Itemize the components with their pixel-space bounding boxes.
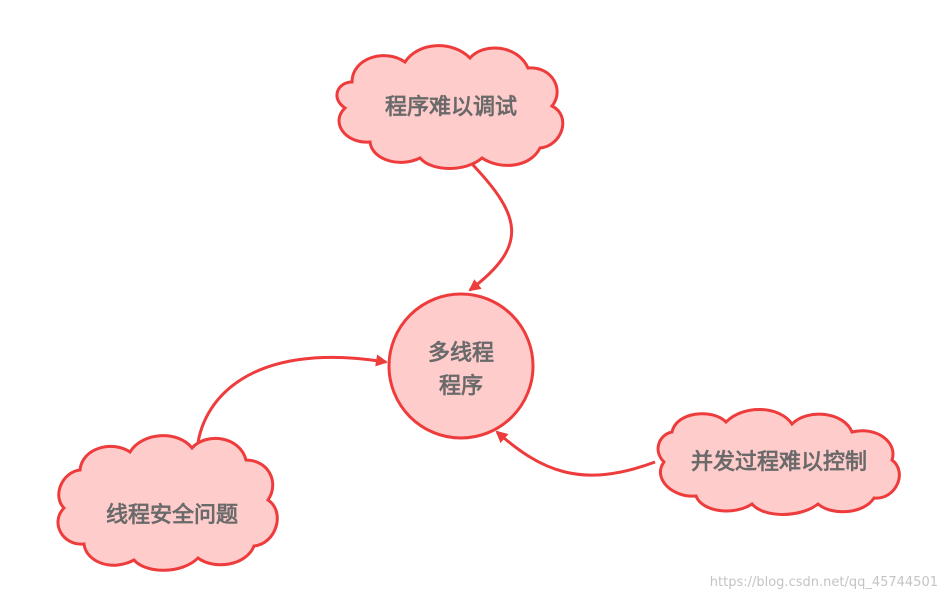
cloud-node-left: 线程安全问题 (56, 434, 279, 572)
watermark-text: https://blog.csdn.net/qq_45744501 (710, 575, 938, 590)
cloud-label-right: 并发过程难以控制 (691, 449, 867, 475)
cloud-node-top: 程序难以调试 (335, 44, 565, 170)
cloud-label-top: 程序难以调试 (385, 94, 517, 120)
center-circle (387, 292, 535, 440)
cloud-label-left: 线程安全问题 (106, 502, 239, 528)
cloud-shape (335, 44, 565, 170)
connector-left-to-center (195, 354, 388, 453)
center-node: 多线程 程序 (387, 292, 535, 440)
center-label-line2: 程序 (439, 373, 483, 399)
center-label-line1: 多线程 (428, 340, 494, 366)
cloud-shape (56, 434, 279, 572)
cloud-node-right: 并发过程难以控制 (656, 408, 901, 516)
cloud-shape (656, 408, 901, 516)
connector-right-to-center (495, 430, 656, 477)
connector-top-to-center (468, 163, 514, 292)
